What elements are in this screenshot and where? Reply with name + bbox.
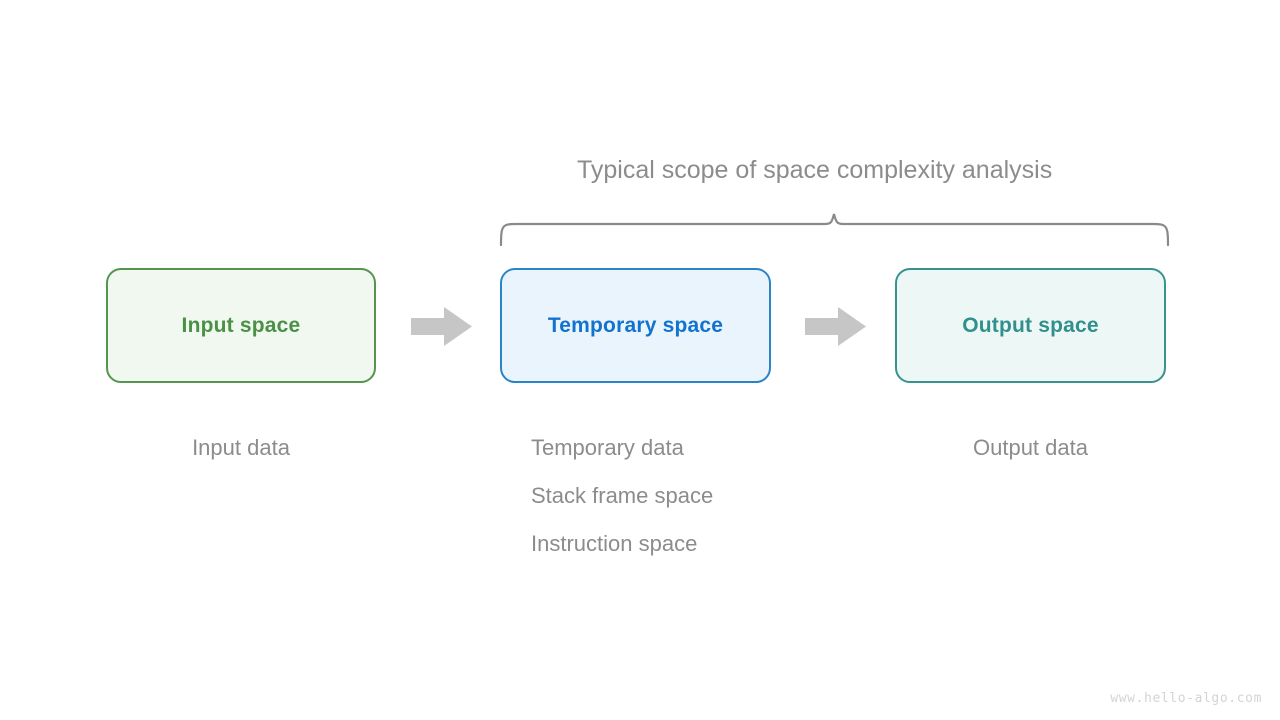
watermark: www.hello-algo.com — [1110, 691, 1262, 706]
box-output-space: Output space — [895, 268, 1166, 383]
caption-instruction-space: Instruction space — [531, 531, 698, 556]
scope-brace-icon — [499, 213, 1170, 247]
scope-title: Typical scope of space complexity analys… — [577, 156, 1053, 184]
caption-stack-frame-space: Stack frame space — [531, 483, 714, 508]
captions-temporary: Temporary data Stack frame space Instruc… — [531, 424, 713, 568]
box-temporary-space-label: Temporary space — [547, 313, 724, 337]
arrow-right-icon — [411, 307, 472, 346]
box-temporary-space: Temporary space — [500, 268, 771, 383]
box-output-space-label: Output space — [962, 313, 1099, 337]
arrow-right-icon — [805, 307, 866, 346]
caption-input-data: Input data — [192, 435, 290, 460]
captions-output: Output data — [895, 424, 1166, 472]
caption-output-data: Output data — [973, 435, 1088, 460]
captions-input: Input data — [106, 424, 376, 472]
caption-temporary-data: Temporary data — [531, 435, 684, 460]
box-input-space-label: Input space — [181, 313, 301, 337]
box-input-space: Input space — [106, 268, 376, 383]
